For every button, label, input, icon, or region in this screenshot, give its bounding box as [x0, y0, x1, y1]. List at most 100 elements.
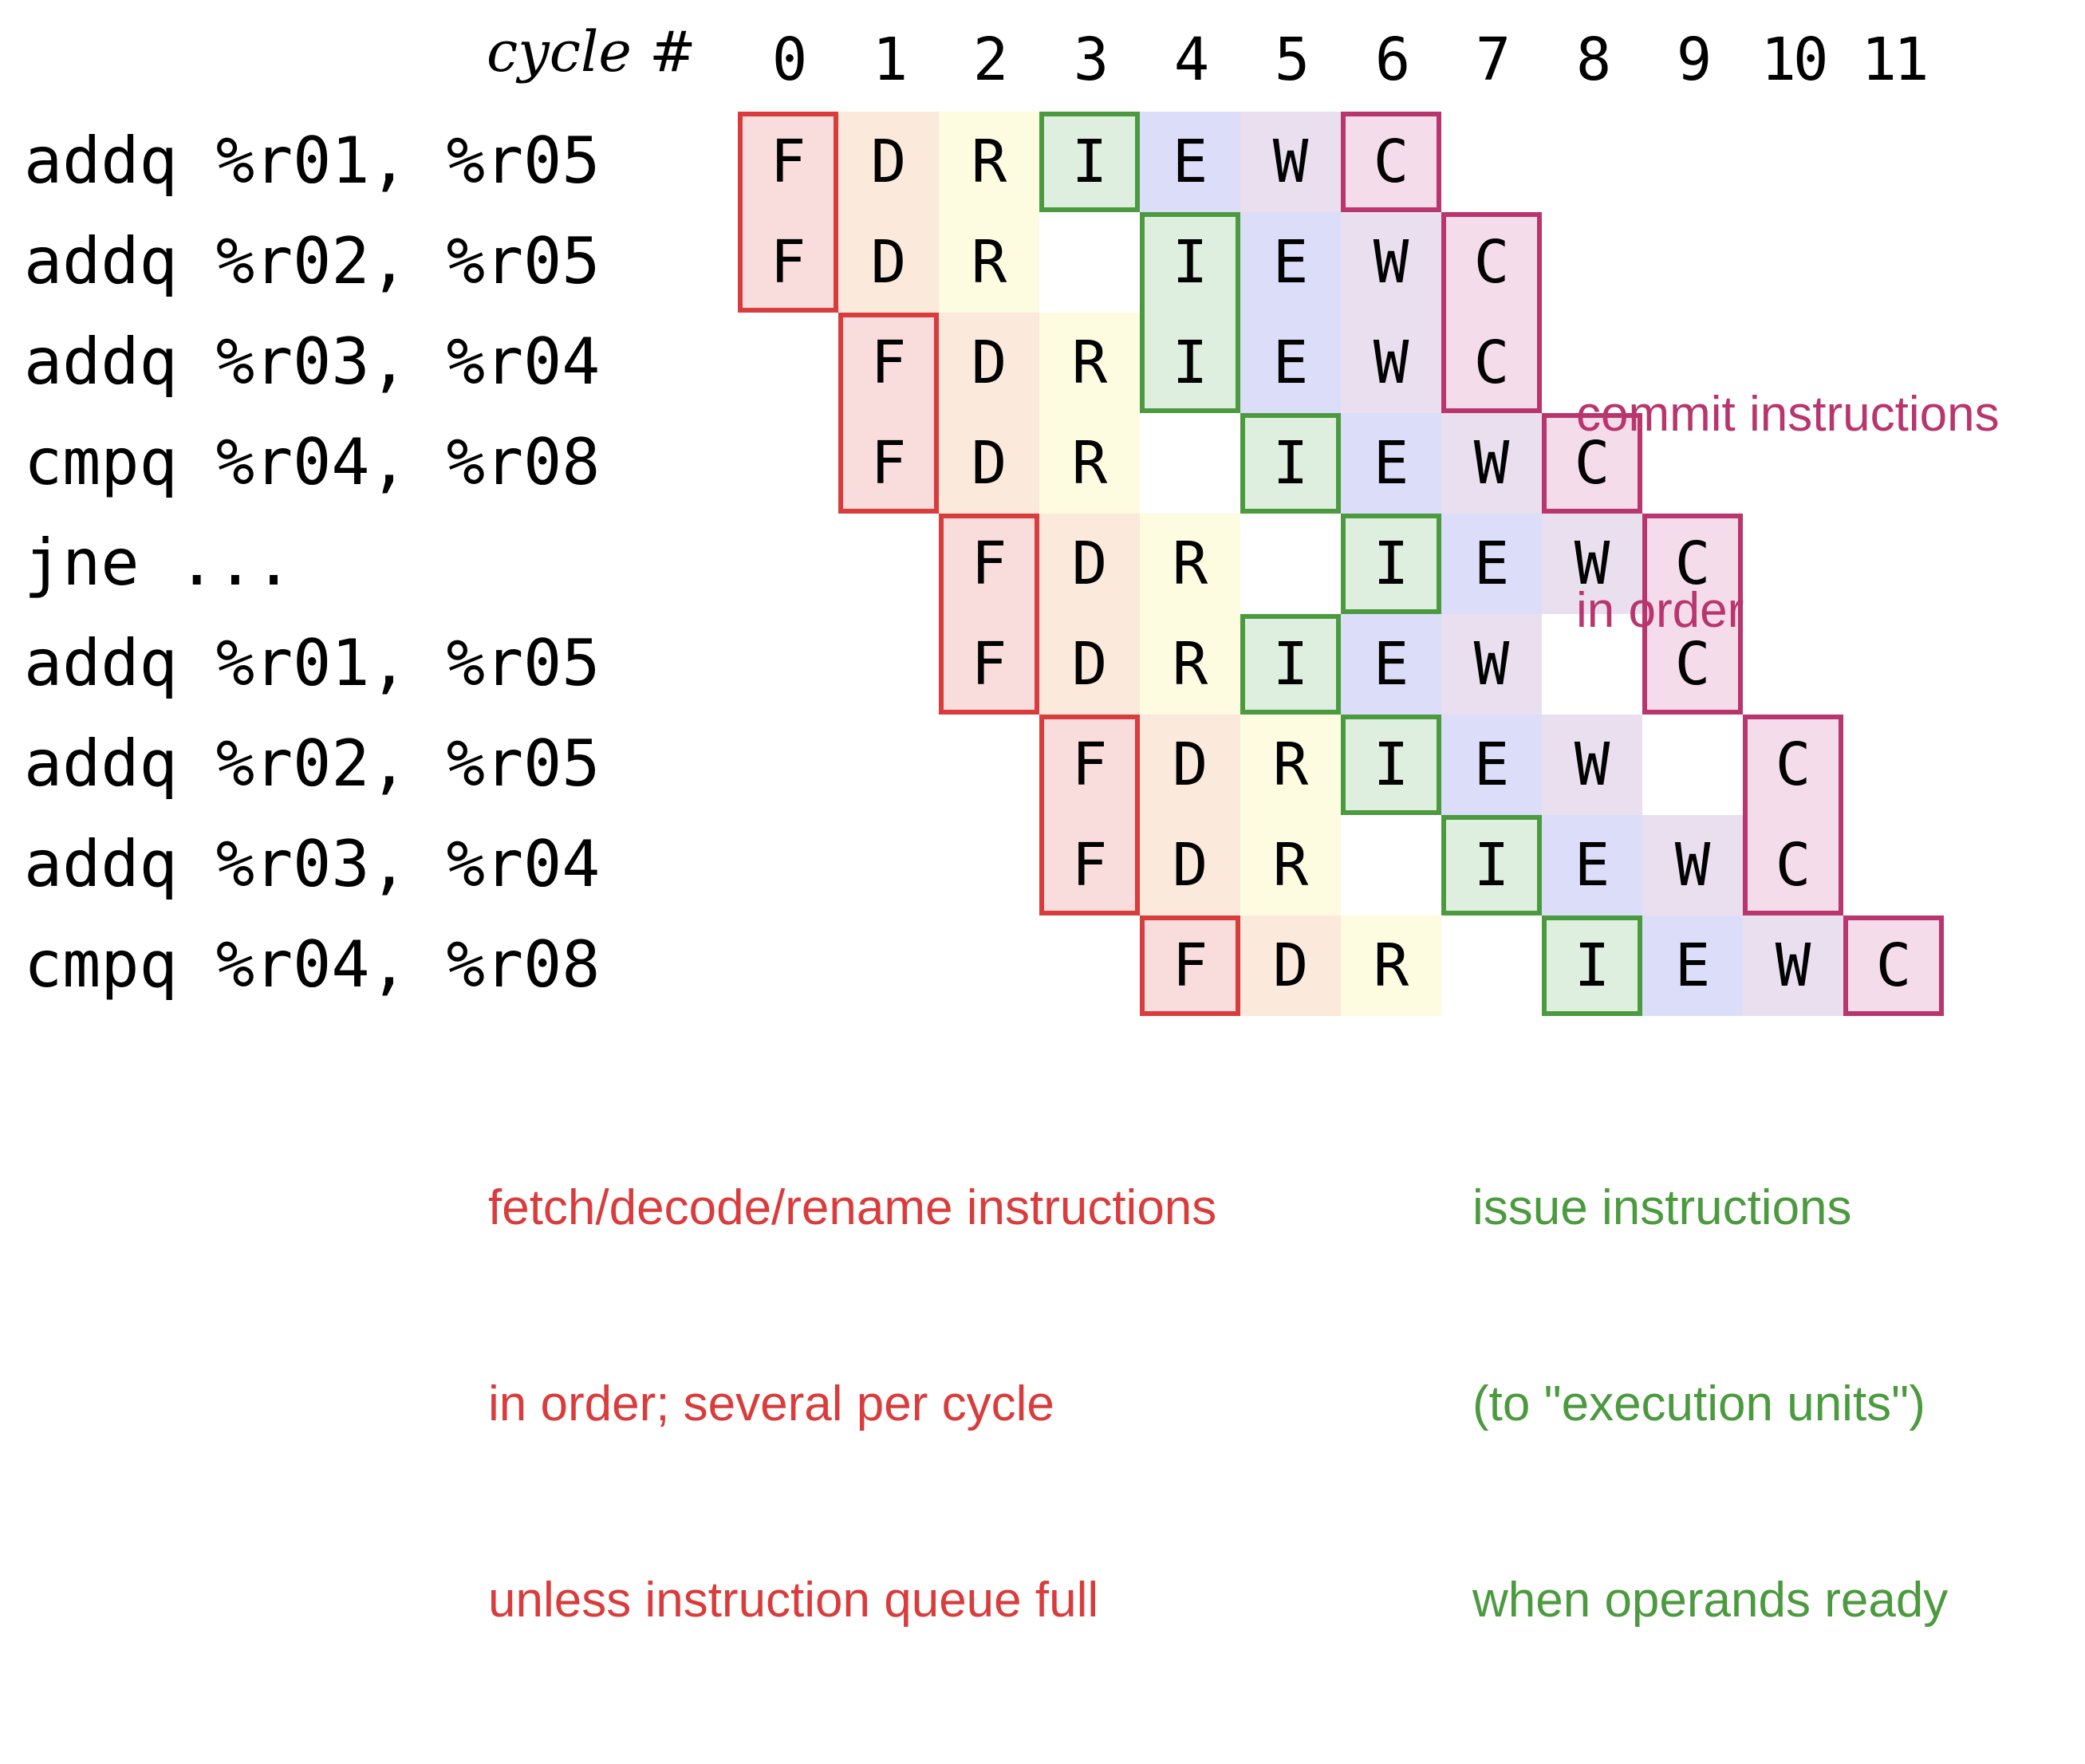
- stage-cell-i: I: [1039, 112, 1140, 212]
- stage-cell-d: D: [1240, 915, 1341, 1016]
- fetch-group-box: [1140, 915, 1240, 1016]
- issue-group-box: [1240, 413, 1341, 514]
- stage-cell-r: R: [939, 212, 1039, 313]
- stage-cell-f: F: [738, 212, 838, 313]
- stage-cell-w: W: [1542, 715, 1642, 815]
- stage-cell-e: E: [1140, 112, 1240, 212]
- stage-cell-w: W: [1542, 514, 1642, 614]
- stage-cell-d: D: [1039, 614, 1140, 715]
- cycle-header-label: cycle #: [487, 19, 696, 85]
- stage-cell-f: F: [1039, 815, 1140, 915]
- stage-cell-d: D: [1140, 815, 1240, 915]
- instruction-text: cmpq %r04, %r08: [24, 425, 601, 499]
- stage-cell-e: E: [1240, 313, 1341, 413]
- stage-cell-e: E: [1441, 715, 1542, 815]
- stage-cell-r: R: [1240, 815, 1341, 915]
- cycle-number: 7: [1475, 26, 1512, 94]
- stage-cell-e: E: [1642, 915, 1743, 1016]
- stage-cell-e: E: [1441, 514, 1542, 614]
- stage-cell-f: F: [1140, 915, 1240, 1016]
- stage-cell-i: I: [1140, 212, 1240, 313]
- commit-group-box: [1642, 514, 1743, 715]
- fetch-annotation: fetch/decode/rename instructions in orde…: [488, 1045, 1216, 1764]
- stage-cell-i: I: [1341, 715, 1441, 815]
- cycle-number: 4: [1173, 26, 1210, 94]
- fetch-annotation-line: in order; several per cycle: [488, 1376, 1054, 1431]
- stage-cell-f: F: [838, 413, 939, 514]
- stage-cell-e: E: [1341, 614, 1441, 715]
- stage-cell-f: F: [939, 614, 1039, 715]
- stage-cell-r: R: [1341, 915, 1441, 1016]
- stage-cell-w: W: [1341, 212, 1441, 313]
- stage-cell-w: W: [1743, 915, 1843, 1016]
- issue-group-box: [1341, 715, 1441, 815]
- stage-cell-i: I: [1240, 614, 1341, 715]
- stage-cell-d: D: [838, 112, 939, 212]
- cycle-number: 8: [1575, 26, 1612, 94]
- instruction-text: addq %r01, %r05: [24, 124, 601, 198]
- stage-cell-d: D: [838, 212, 939, 313]
- stage-cell-r: R: [1140, 614, 1240, 715]
- cycle-number: 11: [1861, 26, 1929, 94]
- cycle-number: 6: [1374, 26, 1411, 94]
- stage-cell-c: C: [1642, 514, 1743, 614]
- cycle-number: 10: [1760, 26, 1828, 94]
- issue-annotation-line: issue instructions: [1472, 1180, 1852, 1235]
- stage-cell-i: I: [1542, 915, 1642, 1016]
- issue-group-box: [1542, 915, 1642, 1016]
- fetch-annotation-line: unless instruction queue full: [488, 1573, 1099, 1628]
- stage-cell-d: D: [1039, 514, 1140, 614]
- commit-annotation: commit instructions in order: [1576, 251, 2000, 774]
- stage-cell-e: E: [1240, 212, 1341, 313]
- commit-annotation-line: commit instructions: [1576, 387, 2000, 442]
- stage-cell-d: D: [1140, 715, 1240, 815]
- stage-cell-i: I: [1140, 313, 1240, 413]
- instruction-text: cmpq %r04, %r08: [24, 927, 601, 1002]
- stage-cell-c: C: [1743, 815, 1843, 915]
- instruction-text: addq %r01, %r05: [24, 626, 601, 700]
- commit-group-box: [1341, 112, 1441, 212]
- stage-cell-w: W: [1642, 815, 1743, 915]
- fetch-group-box: [1039, 715, 1140, 915]
- cycle-number: 5: [1274, 26, 1311, 94]
- stage-cell-w: W: [1341, 313, 1441, 413]
- instruction-text: addq %r02, %r05: [24, 726, 601, 801]
- stage-cell-d: D: [939, 413, 1039, 514]
- stage-cell-r: R: [1039, 413, 1140, 514]
- cycle-number: 1: [872, 26, 908, 94]
- stage-cell-r: R: [1240, 715, 1341, 815]
- cycle-number: 3: [1073, 26, 1110, 94]
- stage-cell-i: I: [1441, 815, 1542, 915]
- issue-group-box: [1240, 614, 1341, 715]
- stage-cell-f: F: [1039, 715, 1140, 815]
- stage-cell-c: C: [1441, 313, 1542, 413]
- instruction-text: jne ...: [24, 526, 294, 600]
- stage-cell-w: W: [1441, 413, 1542, 514]
- stage-cell-c: C: [1743, 715, 1843, 815]
- stage-cell-r: R: [1140, 514, 1240, 614]
- stage-cell-f: F: [738, 112, 838, 212]
- stage-cell-i: I: [1341, 514, 1441, 614]
- fetch-group-box: [939, 514, 1039, 715]
- stage-cell-c: C: [1843, 915, 1944, 1016]
- commit-group-box: [1843, 915, 1944, 1016]
- stage-cell-e: E: [1542, 815, 1642, 915]
- stage-cell-c: C: [1642, 614, 1743, 715]
- stage-cell-r: R: [1039, 313, 1140, 413]
- stage-cell-f: F: [939, 514, 1039, 614]
- stage-cell-w: W: [1441, 614, 1542, 715]
- commit-group-box: [1743, 715, 1843, 915]
- fetch-group-box: [838, 313, 939, 514]
- issue-annotation-line: when operands ready: [1472, 1573, 1949, 1628]
- issue-group-box: [1039, 112, 1140, 212]
- issue-group-box: [1441, 815, 1542, 915]
- cycle-number: 9: [1676, 26, 1713, 94]
- stage-cell-f: F: [838, 313, 939, 413]
- cycle-number: 2: [972, 26, 1009, 94]
- stage-cell-c: C: [1341, 112, 1441, 212]
- stage-cell-i: I: [1240, 413, 1341, 514]
- issue-group-box: [1140, 212, 1240, 413]
- instruction-text: addq %r02, %r05: [24, 224, 601, 298]
- stage-cell-d: D: [939, 313, 1039, 413]
